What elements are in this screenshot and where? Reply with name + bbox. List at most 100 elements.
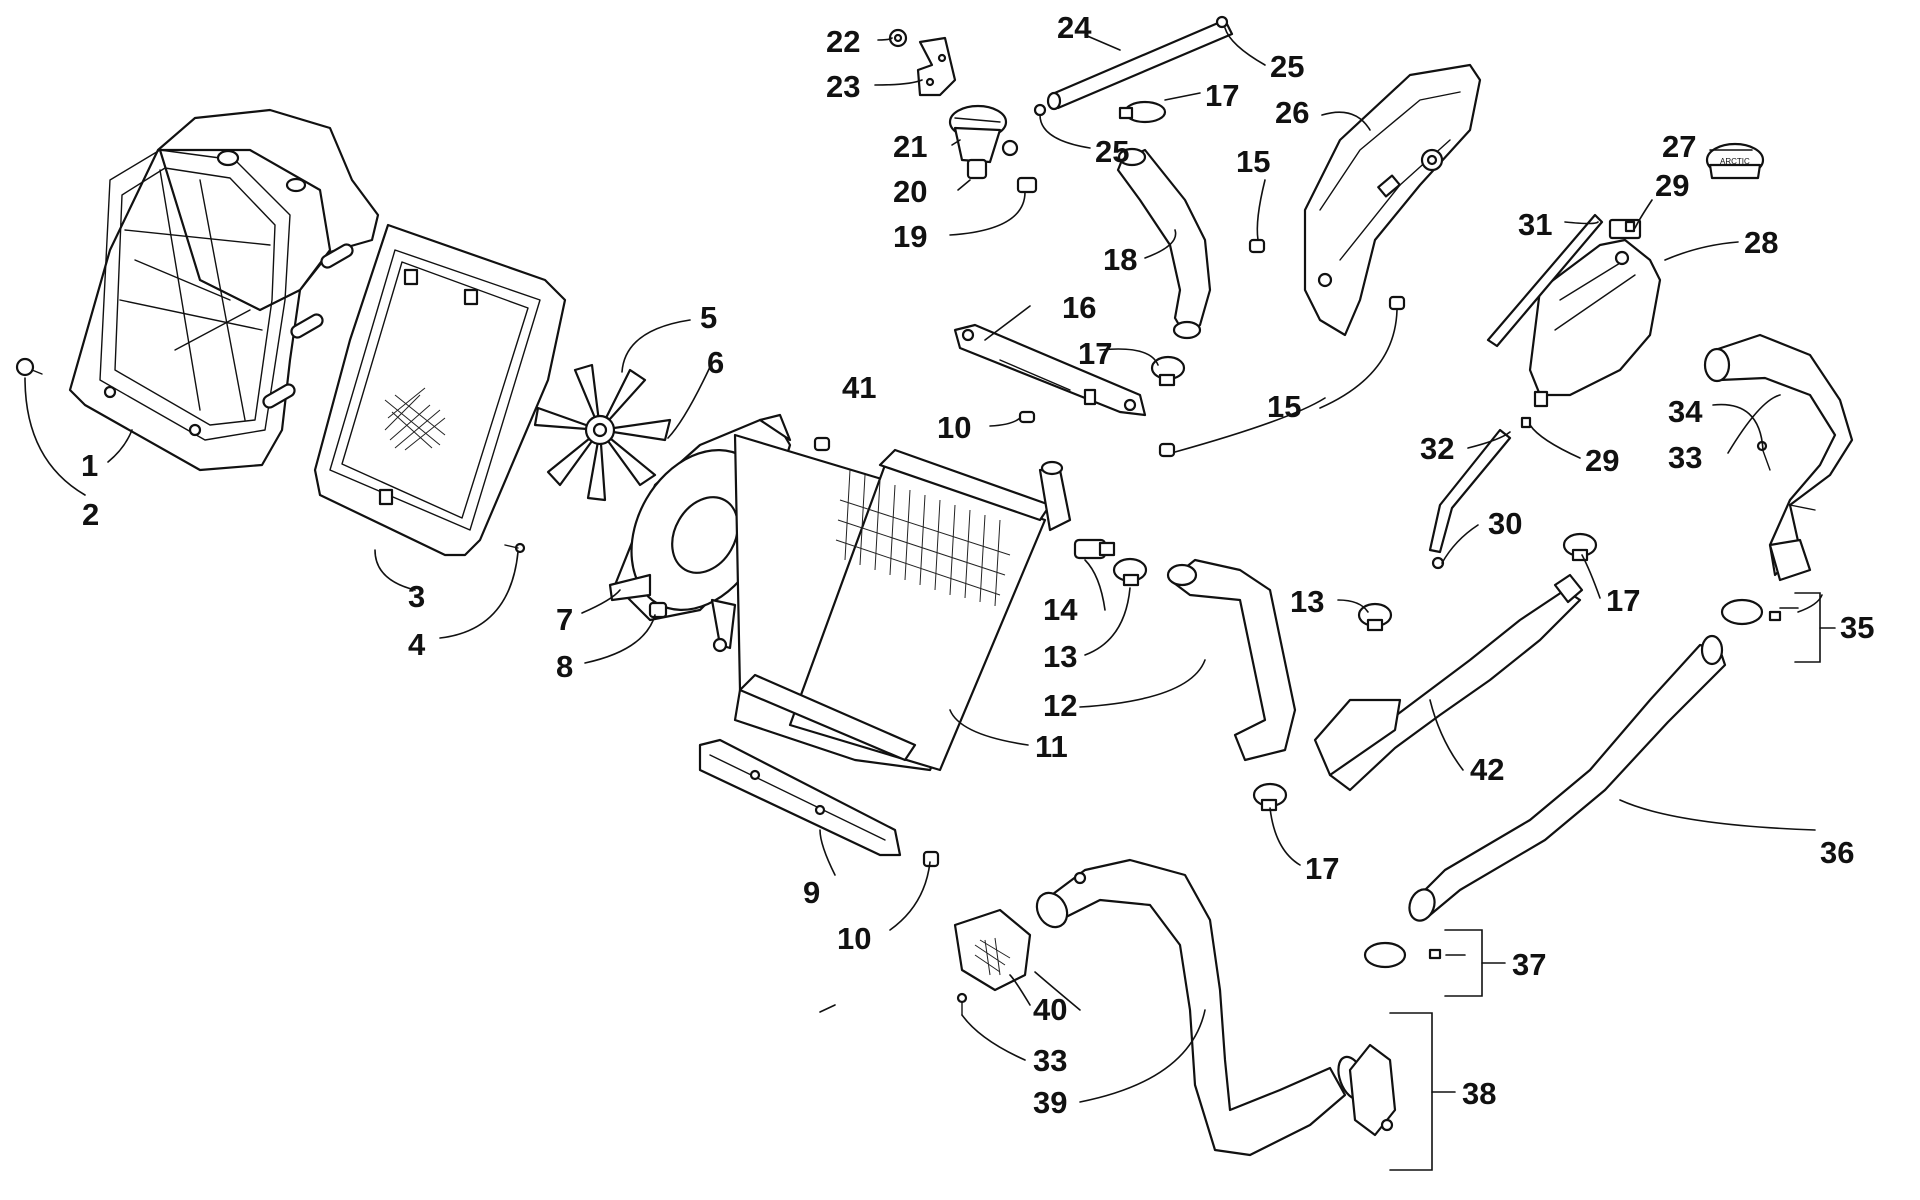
callout-36: 36 [1820,835,1854,870]
callout-18: 18 [1103,242,1137,277]
callout-37: 37 [1512,947,1546,982]
shroud-part [68,108,380,472]
clip-part-29b [1520,416,1532,429]
callout-15-b: 15 [1267,389,1301,424]
big-hose-part [1035,858,1367,1157]
callout-labels: 1 2 3 4 5 6 7 8 9 10 10 11 12 13 13 14 1… [81,10,1874,1120]
callout-14: 14 [1043,592,1078,627]
long-pipe-part [1408,634,1727,922]
screw-part-4 [504,542,526,554]
tube-part-31 [1486,213,1604,348]
bolt-part-2 [15,357,43,377]
callout-11: 11 [1035,729,1068,764]
clip-part-25a [1033,103,1047,117]
lower-bracket-part [698,738,902,857]
tank-part [1528,218,1662,408]
callout-33-b: 33 [1033,1043,1067,1078]
callout-13-a: 13 [1043,639,1077,674]
callout-13-b: 13 [1290,584,1324,619]
callout-17-c: 17 [1606,583,1640,618]
bolt-part-15a [1248,238,1266,254]
callout-25-b: 25 [1270,49,1304,84]
hose-part [1166,558,1297,762]
bolt-part-10b [922,850,940,868]
hose-part-42 [1313,573,1584,792]
clamp-part-13a [1112,557,1148,587]
callout-1: 1 [81,448,98,483]
elbow-pipe-part [1703,333,1854,582]
screen-frame-part [313,223,567,557]
callout-34: 34 [1668,394,1703,429]
clip-part-30 [1431,556,1445,570]
cover-part-40 [953,908,1032,992]
fitting-part [1073,538,1116,560]
callout-10-upper: 10 [937,410,971,445]
tube-part-32 [1428,428,1512,554]
callout-39: 39 [1033,1085,1067,1120]
callout-3: 3 [408,579,425,614]
callout-28: 28 [1744,225,1778,260]
callout-33-a: 33 [1668,440,1702,475]
callout-38: 38 [1462,1076,1496,1111]
leader-lines [24,27,1823,1103]
fan-part [533,363,672,502]
callout-17-a: 17 [1205,78,1239,113]
callout-35: 35 [1840,610,1874,645]
bolt-part-15b [1158,295,1406,458]
clip-part-25b [1215,15,1229,29]
callout-40: 40 [1033,992,1067,1027]
clip-part-29a [1624,220,1636,233]
callout-29-a: 29 [1655,168,1689,203]
callout-30: 30 [1488,506,1522,541]
callout-32: 32 [1420,431,1454,466]
callout-10-lower: 10 [837,921,871,956]
callout-8: 8 [556,649,573,684]
upper-bracket-part [953,323,1147,417]
clamp-part-17b [1150,355,1186,387]
callout-23: 23 [826,69,860,104]
callout-22: 22 [826,24,860,59]
callout-6: 6 [707,345,724,380]
callout-17-d: 17 [1305,851,1339,886]
clamp-set-part-35 [1720,598,1782,626]
group-bracket-37 [1444,929,1506,997]
callout-15-a: 15 [1236,144,1270,179]
callout-42: 42 [1470,752,1504,787]
radiator-part [733,433,1072,772]
callout-29-b: 29 [1585,443,1619,478]
callout-2: 2 [82,497,99,532]
cap-logo-text: ARCTIC [1720,157,1750,166]
callout-9: 9 [803,875,820,910]
callout-24: 24 [1057,10,1092,45]
bolt-part-10a [1018,410,1036,424]
callout-21: 21 [893,129,927,164]
cover-part [1303,63,1482,337]
clamp-part-17c [1562,532,1598,562]
callout-5: 5 [700,300,717,335]
nut-part-8 [648,601,668,619]
callout-4: 4 [408,627,426,662]
connector-part-38 [1348,1043,1397,1137]
callout-20: 20 [893,174,927,209]
callout-7: 7 [556,602,573,637]
clamp-part-17a [1118,100,1167,124]
clamp-part-17d [1252,782,1288,812]
callout-41: 41 [842,370,876,405]
callout-27: 27 [1662,129,1696,164]
cap-part: ARCTIC [1705,142,1765,180]
bracket-part-23 [916,36,957,97]
callout-25-a: 25 [1095,134,1129,169]
group-bracket-35 [1794,592,1836,663]
callout-31: 31 [1518,207,1552,242]
callout-16: 16 [1062,290,1096,325]
nut-part-41 [813,436,831,452]
callout-17-b: 17 [1078,336,1112,371]
clamp-set-part-37 [1363,941,1442,969]
callout-26: 26 [1275,95,1309,130]
tube-part [1046,18,1234,111]
screw-part-33b [956,992,968,1016]
callout-12: 12 [1043,688,1077,723]
screw-part-33a [1756,440,1771,471]
upper-hose-part [1116,147,1212,340]
